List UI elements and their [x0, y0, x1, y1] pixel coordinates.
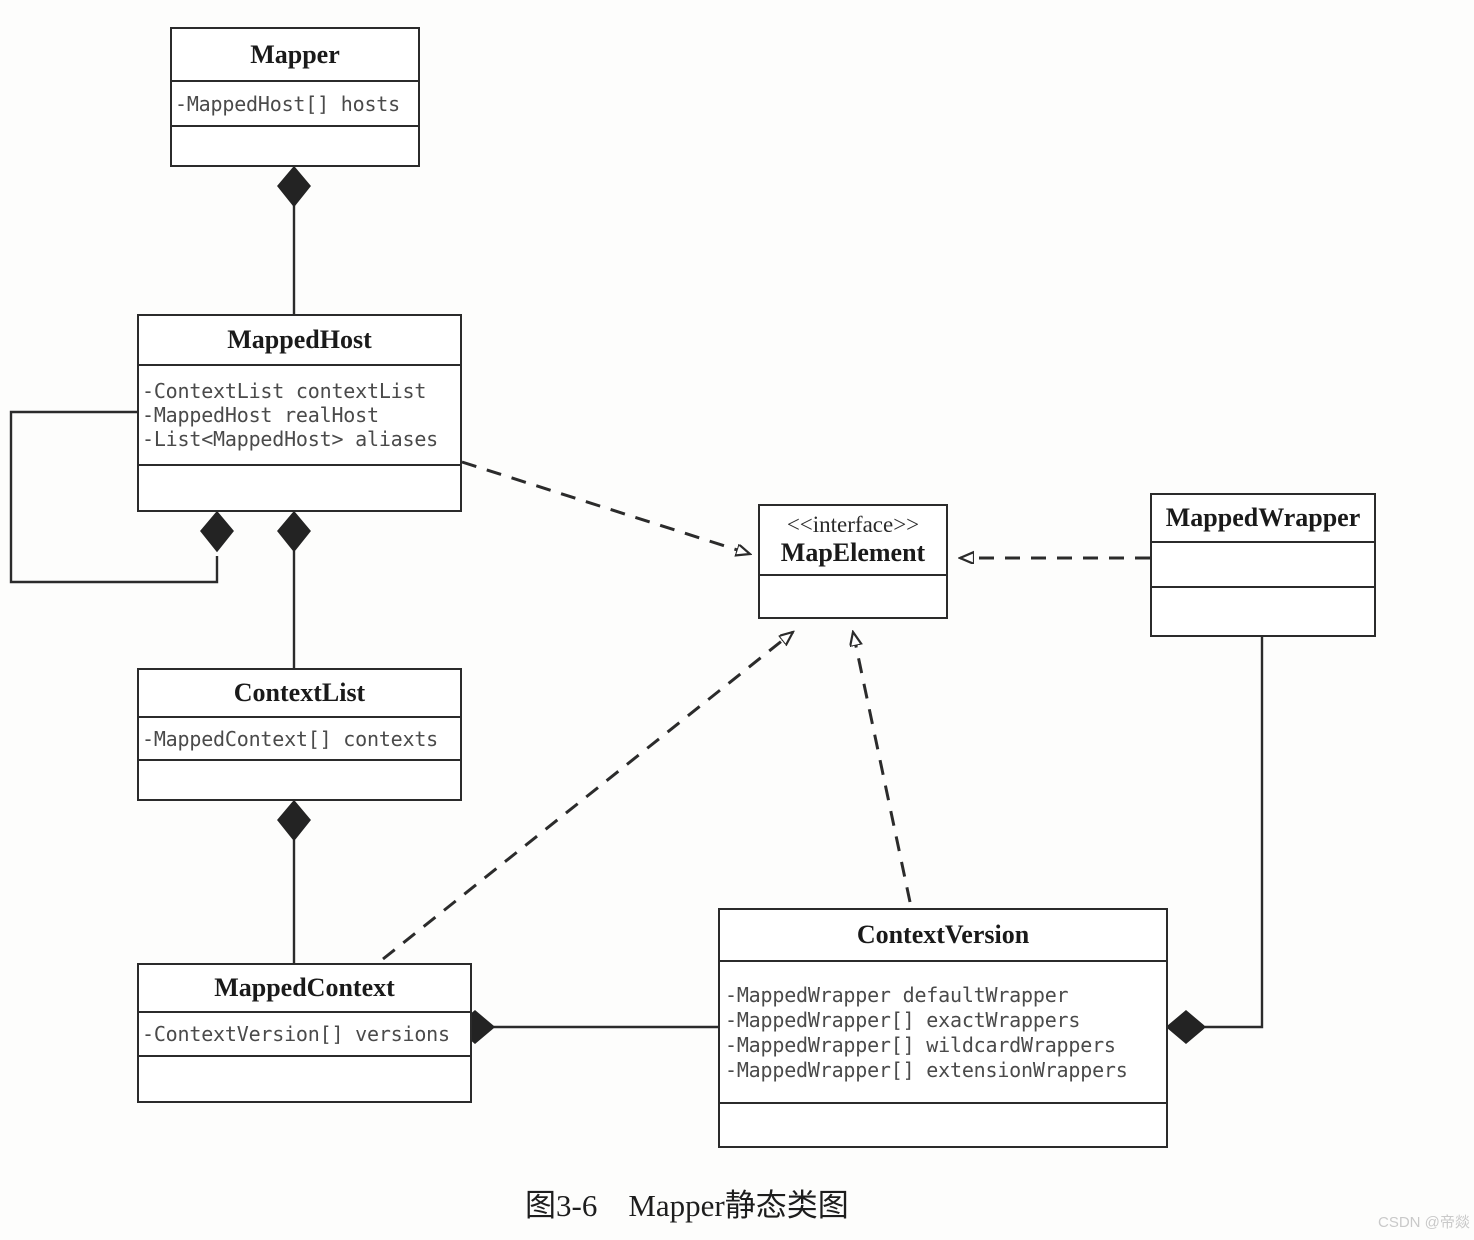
class-name-compartment: <<interface>> MapElement: [760, 506, 946, 576]
attribute-row: -List<MappedHost> aliases: [142, 427, 439, 451]
class-members-compartment: [760, 576, 946, 619]
edge-mappedhost-composes-contextlist: [277, 510, 311, 668]
class-box-context-list[interactable]: ContextList -MappedContext[] contexts: [137, 668, 462, 801]
class-name-compartment: MappedHost: [139, 316, 460, 366]
class-title-map-element: MapElement: [780, 537, 926, 567]
class-name-compartment: MappedWrapper: [1152, 495, 1374, 543]
edge-mappedcontext-composes-contextversion: [454, 1010, 718, 1044]
class-title-mapped-host: MappedHost: [227, 325, 372, 355]
class-methods-compartment: [139, 1057, 470, 1101]
class-box-mapped-wrapper[interactable]: MappedWrapper: [1150, 493, 1376, 637]
edge-mappedhost-realizes-mapelement: [461, 460, 750, 554]
class-attributes-compartment: [1152, 543, 1374, 588]
class-name-compartment: ContextVersion: [720, 910, 1166, 962]
attribute-row: -MappedWrapper[] exactWrappers: [725, 1007, 1081, 1032]
class-box-mapped-context[interactable]: MappedContext -ContextVersion[] versions: [137, 963, 472, 1103]
edge-contextlist-composes-mappedcontext: [277, 799, 311, 963]
csdn-watermark: CSDN @帝燚: [1378, 1214, 1470, 1231]
edge-mapper-composes-mappedhost: [277, 165, 311, 314]
class-title-context-version: ContextVersion: [856, 920, 1030, 950]
class-name-compartment: Mapper: [172, 29, 418, 82]
attribute-row: -MappedWrapper[] wildcardWrappers: [725, 1032, 1116, 1057]
figure-caption: 图3-6 Mapper静态类图: [525, 1188, 849, 1223]
attribute-row: -MappedWrapper defaultWrapper: [725, 982, 1069, 1007]
class-title-mapped-context: MappedContext: [214, 973, 395, 1003]
class-methods-compartment: [1152, 588, 1374, 635]
attribute-row: -ContextList contextList: [142, 379, 427, 403]
attribute-row: -MappedHost[] hosts: [175, 91, 400, 116]
class-box-context-version[interactable]: ContextVersion -MappedWrapper defaultWra…: [718, 908, 1168, 1148]
class-title-mapped-wrapper: MappedWrapper: [1165, 503, 1361, 533]
class-attributes-compartment: -MappedHost[] hosts: [172, 82, 418, 127]
edge-contextversion-composes-mappedwrapper: [1165, 637, 1264, 1044]
class-title-context-list: ContextList: [233, 678, 366, 708]
class-attributes-compartment: -MappedWrapper defaultWrapper -MappedWra…: [720, 962, 1166, 1104]
class-methods-compartment: [172, 127, 418, 165]
attribute-row: -MappedContext[] contexts: [142, 726, 439, 751]
class-box-mapper[interactable]: Mapper -MappedHost[] hosts: [170, 27, 420, 167]
class-name-compartment: ContextList: [139, 670, 460, 718]
class-title-mapper: Mapper: [250, 39, 340, 69]
interface-stereotype-label: <<interface>>: [786, 512, 920, 538]
class-methods-compartment: [139, 761, 460, 799]
class-name-compartment: MappedContext: [139, 965, 470, 1013]
class-attributes-compartment: -ContextList contextList -MappedHost rea…: [139, 366, 460, 466]
class-box-mapped-host[interactable]: MappedHost -ContextList contextList -Map…: [137, 314, 462, 512]
class-attributes-compartment: -MappedContext[] contexts: [139, 718, 460, 761]
class-box-map-element[interactable]: <<interface>> MapElement: [758, 504, 948, 619]
attribute-row: -ContextVersion[] versions: [142, 1022, 450, 1046]
attribute-row: -MappedWrapper[] extensionWrappers: [725, 1057, 1128, 1082]
class-methods-compartment: [139, 466, 460, 510]
class-methods-compartment: [720, 1104, 1166, 1146]
edge-contextversion-realizes-mapelement: [853, 632, 912, 903]
class-attributes-compartment: -ContextVersion[] versions: [139, 1013, 470, 1057]
attribute-row: -MappedHost realHost: [142, 403, 379, 427]
